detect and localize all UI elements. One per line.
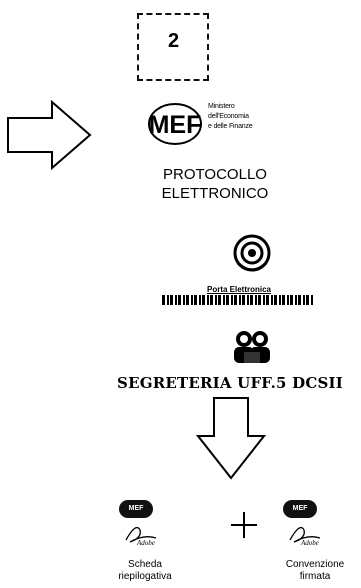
people-icon	[234, 331, 270, 363]
porta-banner	[162, 295, 314, 305]
pdf-acrobat-icon[interactable]	[122, 520, 162, 544]
mef-badge: MEF	[119, 500, 153, 518]
step-number: 2	[168, 30, 180, 52]
document-caption-line: Convenzione	[285, 559, 345, 570]
mef-tagline-line: Ministero	[208, 103, 235, 110]
mef-logo-text: MEF	[149, 111, 202, 139]
mef-logo: MEF	[148, 103, 202, 145]
protocollo-title: PROTOCOLLO ELETTRONICO	[150, 165, 280, 203]
document-caption: Convenzione firmata	[270, 559, 360, 583]
document-caption-line: riepilogativa	[118, 571, 172, 582]
document-caption-line: firmata	[299, 571, 331, 582]
mef-tagline-line: dell'Economia	[208, 113, 249, 120]
document-caption: Scheda riepilogativa	[100, 559, 190, 583]
porta-label: Porta Elettronica	[206, 285, 271, 294]
porta-emblem-icon	[233, 234, 271, 272]
down-arrow-icon	[196, 397, 266, 480]
protocollo-line: ELETTRONICO	[161, 185, 269, 202]
acrobat-label: Adobe	[301, 539, 319, 547]
segreteria-label: SEGRETERIA UFF.5 DCSII	[117, 374, 343, 392]
protocollo-line: PROTOCOLLO	[163, 166, 267, 183]
mef-badge: MEF	[283, 500, 317, 518]
document-caption-line: Scheda	[128, 559, 162, 570]
pdf-acrobat-icon[interactable]	[286, 520, 326, 544]
mef-tagline-line: e delle Finanze	[208, 123, 253, 130]
step-box	[137, 13, 209, 81]
plus-icon	[231, 512, 257, 538]
right-arrow-icon	[7, 100, 92, 170]
mef-tagline: Ministero dell'Economia e delle Finanze	[208, 102, 253, 132]
acrobat-label: Adobe	[137, 539, 155, 547]
